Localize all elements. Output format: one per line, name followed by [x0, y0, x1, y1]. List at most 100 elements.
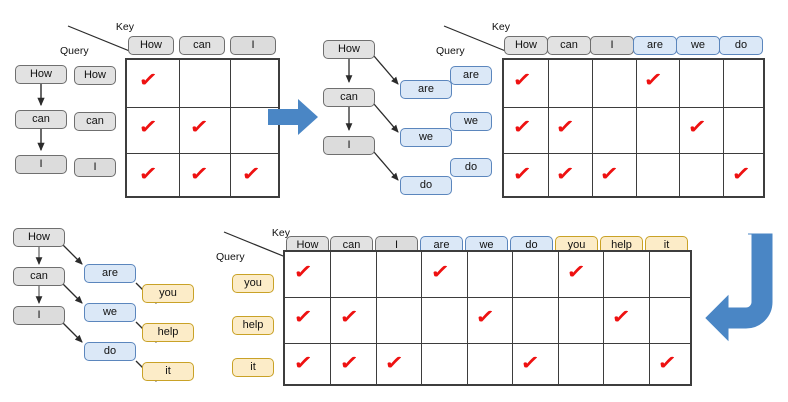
tree3-node-you: you	[142, 284, 194, 303]
col-header-i: I	[590, 36, 634, 55]
col-header-are: are	[633, 36, 677, 55]
grid-column-line	[679, 60, 681, 196]
key-query-corner-1: Key Query	[60, 21, 136, 57]
tree2-node-can: can	[323, 88, 375, 107]
checkmark-icon: ✓	[554, 160, 577, 188]
tree3-node-help: help	[142, 323, 194, 342]
grid-row-line	[127, 106, 278, 108]
grid-column-line	[230, 60, 232, 196]
tree-2-edges	[345, 55, 399, 181]
col-header-can: can	[547, 36, 591, 55]
key-label: Key	[491, 21, 510, 33]
query-label: Query	[60, 45, 89, 57]
arrow-right-icon	[266, 96, 320, 143]
row-header-it: it	[232, 358, 274, 377]
matrix-stage-3: Key Query How can I are we do you help i…	[216, 224, 692, 394]
checkmark-icon: ✓	[642, 67, 664, 95]
chain-node-how: How	[15, 65, 67, 84]
tree-stage-2: How can I are we do	[322, 40, 452, 195]
matrix-grid-3: ✓✓✓✓✓✓✓✓✓✓✓✓	[283, 250, 692, 386]
key-label: Key	[271, 227, 290, 239]
chain-node-i: I	[15, 155, 67, 174]
arrow-wrap-down-left-icon	[704, 232, 780, 349]
tree3-node-we: we	[84, 303, 136, 322]
tree2-node-i: I	[323, 136, 375, 155]
grid-column-line	[723, 60, 725, 196]
col-header-how: How	[504, 36, 548, 55]
key-query-corner-2: Key Query	[436, 21, 512, 57]
checkmark-icon: ✓	[598, 160, 621, 188]
grid-column-line	[591, 60, 593, 196]
corner-diagonal-line	[443, 25, 509, 53]
checkmark-icon: ✓	[510, 113, 533, 142]
tree2-node-do: do	[400, 176, 452, 195]
matrix-grid-1: ✓✓✓✓✓✓	[125, 58, 280, 198]
checkmark-icon: ✓	[136, 67, 159, 95]
checkmark-icon: ✓	[188, 160, 211, 188]
grid-row-line	[504, 153, 763, 155]
checkmark-icon: ✓	[136, 113, 159, 142]
tree2-node-are: are	[400, 80, 452, 99]
grid-column-line	[330, 252, 332, 384]
checkmark-icon: ✓	[240, 160, 262, 188]
grid-column-line	[547, 60, 549, 196]
grid-row-line	[504, 106, 763, 108]
tree2-node-we: we	[400, 128, 452, 147]
checkmark-icon: ✓	[510, 67, 533, 95]
row-header-you: you	[232, 274, 274, 293]
checkmark-icon: ✓	[519, 349, 542, 377]
row-header-we: we	[450, 112, 492, 131]
input-token-chain: How can I	[10, 65, 80, 175]
checkmark-icon: ✓	[729, 160, 752, 188]
checkmark-icon: ✓	[337, 349, 360, 377]
checkmark-icon: ✓	[188, 113, 211, 142]
key-query-corner-3: Key Query	[216, 227, 292, 263]
checkmark-icon: ✓	[474, 304, 496, 332]
checkmark-icon: ✓	[510, 160, 533, 188]
checkmark-icon: ✓	[610, 304, 633, 332]
matrix-stage-1: Key Query How can I How can I ✓✓✓✓✓✓	[60, 16, 290, 198]
row-header-how: How	[74, 66, 116, 85]
checkmark-icon: ✓	[337, 304, 360, 332]
checkmark-icon: ✓	[655, 349, 678, 377]
tree3-node-are: are	[84, 264, 136, 283]
tree-stage-3: How can I are we do you help it	[12, 228, 202, 388]
tree3-node-can: can	[13, 267, 65, 286]
grid-column-line	[178, 60, 180, 196]
grid-column-line	[603, 252, 605, 384]
checkmark-icon: ✓	[383, 349, 406, 377]
checkmark-icon: ✓	[554, 113, 577, 142]
checkmark-icon: ✓	[686, 113, 708, 142]
corner-diagonal-line	[67, 25, 133, 53]
row-header-i: I	[74, 158, 116, 177]
key-label: Key	[115, 21, 134, 33]
row-header-can: can	[74, 112, 116, 131]
col-header-do: do	[719, 36, 763, 55]
tree3-node-how: How	[13, 228, 65, 247]
tree3-node-it: it	[142, 362, 194, 381]
grid-row-line	[285, 342, 690, 344]
checkmark-icon: ✓	[565, 258, 587, 287]
matrix-stage-2: Key Query How can I are we do are we do …	[434, 16, 765, 198]
tree3-node-i: I	[13, 306, 65, 325]
col-header-i: I	[230, 36, 276, 55]
grid-column-line	[648, 252, 650, 384]
tree2-node-how: How	[323, 40, 375, 59]
checkmark-icon: ✓	[428, 258, 451, 287]
row-header-help: help	[232, 316, 274, 335]
chain-edges	[37, 84, 45, 152]
row-header-are: are	[450, 66, 492, 85]
col-header-how: How	[128, 36, 174, 55]
query-label: Query	[436, 45, 465, 57]
row-header-do: do	[450, 158, 492, 177]
grid-row-line	[127, 153, 278, 155]
checkmark-icon: ✓	[292, 304, 315, 332]
corner-diagonal-line	[223, 231, 289, 259]
grid-row-line	[285, 297, 690, 299]
grid-column-line	[375, 252, 377, 384]
grid-column-line	[512, 252, 514, 384]
grid-column-line	[421, 252, 423, 384]
checkmark-icon: ✓	[292, 258, 315, 287]
grid-column-line	[557, 252, 559, 384]
matrix-grid-2: ✓ ✓ ✓ ✓ ✓ ✓ ✓ ✓ ✓	[502, 58, 765, 198]
